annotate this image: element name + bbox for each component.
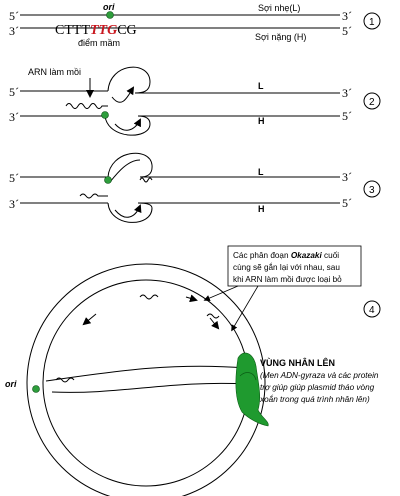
- zone-desc-line-1: (Men ADN-gyraza và các protein: [260, 371, 379, 380]
- step3-light-label: L: [258, 167, 264, 177]
- fork-arrow-right: [209, 317, 220, 330]
- zone-desc-line-2: trợ giúp giúp plasmid tháo vòng: [260, 383, 375, 392]
- step2-top-bubble: [107, 66, 340, 94]
- step3-five-prime: 5´: [9, 171, 19, 185]
- step1-origin-sequence: CTTTTTGCG: [55, 23, 137, 38]
- step3-okazaki-squiggle: [139, 177, 153, 183]
- callout-arrow-right: [231, 285, 259, 332]
- callout-arrow-left: [203, 285, 239, 302]
- replication-upper-strand: [45, 365, 247, 382]
- step2-number: 2: [369, 97, 375, 108]
- step2-number-circle: [363, 92, 381, 110]
- step2-five-prime: 5´: [9, 85, 19, 99]
- step4-number: 4: [369, 305, 375, 316]
- step-4: Các phân đoạn Okazaki cuối cùng sẽ gắn l…: [5, 245, 381, 496]
- replication-zone-arrow: [239, 372, 257, 381]
- step3-origin-dot: [104, 176, 112, 184]
- step4-origin-dot: [32, 385, 40, 393]
- okazaki-fragment-top: [139, 294, 159, 300]
- step1-origin-label: điểm mầm: [78, 38, 120, 48]
- step-1: 5´ 3´ 3´ 5´ ori CTTTTTGCG điểm mầm Sợi n…: [9, 2, 381, 48]
- step3-heavy-label: H: [258, 204, 265, 214]
- step1-three-prime-right: 3´: [342, 9, 352, 23]
- plasmid-outer-circle: [26, 263, 266, 496]
- step1-light-strand-label: Sợi nhẹ(L): [258, 3, 300, 13]
- step1-five-prime-right: 5´: [342, 24, 352, 38]
- fork-arrow-top: [185, 294, 198, 303]
- step3-bottom-bubble: [107, 202, 340, 223]
- step3-three-prime-right: 3´: [342, 170, 352, 184]
- step3-three-prime: 3´: [9, 197, 19, 211]
- step1-ori-label: ori: [103, 2, 115, 12]
- replication-lower-strand: [51, 382, 249, 393]
- step2-new-strand: [111, 86, 135, 103]
- callout-line-3: khi ARN làm mồi được loại bỏ: [233, 275, 342, 284]
- step1-origin-dot: [106, 11, 114, 19]
- step2-primer-label: ARN làm mồi: [28, 67, 81, 77]
- step2-light-label: L: [258, 81, 264, 91]
- step3-bottom-new-strand: [114, 204, 142, 218]
- fork-arrow-left: [82, 313, 97, 326]
- step3-primer-squiggle: [79, 193, 108, 199]
- step2-bottom-bubble: [104, 115, 340, 136]
- step-2: ARN làm mồi 5´ 3´ 3´ 5´ L H 2: [9, 66, 381, 136]
- step1-heavy-strand-label: Sợi nặng (H): [255, 32, 306, 42]
- step3-new-strand: [109, 159, 141, 183]
- step2-primer-squiggle: [65, 103, 108, 109]
- step-3: 5´ 3´ 3´ 5´ L H 3: [9, 152, 381, 223]
- callout-line-1: Các phân đoạn Okazaki cuối: [233, 251, 339, 260]
- replication-zone: [235, 352, 269, 427]
- step2-three-prime: 3´: [9, 110, 19, 124]
- step2-five-prime-right: 5´: [342, 109, 352, 123]
- step3-top-bubble: [107, 152, 340, 178]
- okazaki-fragment-right: [206, 313, 220, 319]
- step2-three-prime-right: 3´: [342, 86, 352, 100]
- step2-origin-dot: [101, 111, 109, 119]
- step1-five-prime: 5´: [9, 9, 19, 23]
- step3-number: 3: [369, 185, 375, 196]
- replication-zone-title: VÙNG NHÂN LÊN: [260, 357, 335, 368]
- zone-desc-line-3: xoắn trong quá trình nhân lên): [259, 394, 370, 404]
- okazaki-callout-box: [227, 245, 362, 287]
- step3-five-prime-right: 5´: [342, 196, 352, 210]
- step4-ori-label: ori: [5, 379, 17, 389]
- step3-number-circle: [363, 180, 381, 198]
- step2-heavy-label: H: [258, 116, 265, 126]
- primer-squiggle-left: [55, 377, 75, 383]
- step1-number: 1: [369, 17, 375, 28]
- step1-number-circle: [363, 12, 381, 30]
- step4-number-circle: [363, 300, 381, 318]
- step2-bottom-new-strand: [114, 118, 141, 131]
- callout-line-2: cùng sẽ gắn lại với nhau, sau: [233, 262, 340, 272]
- step1-three-prime: 3´: [9, 24, 19, 38]
